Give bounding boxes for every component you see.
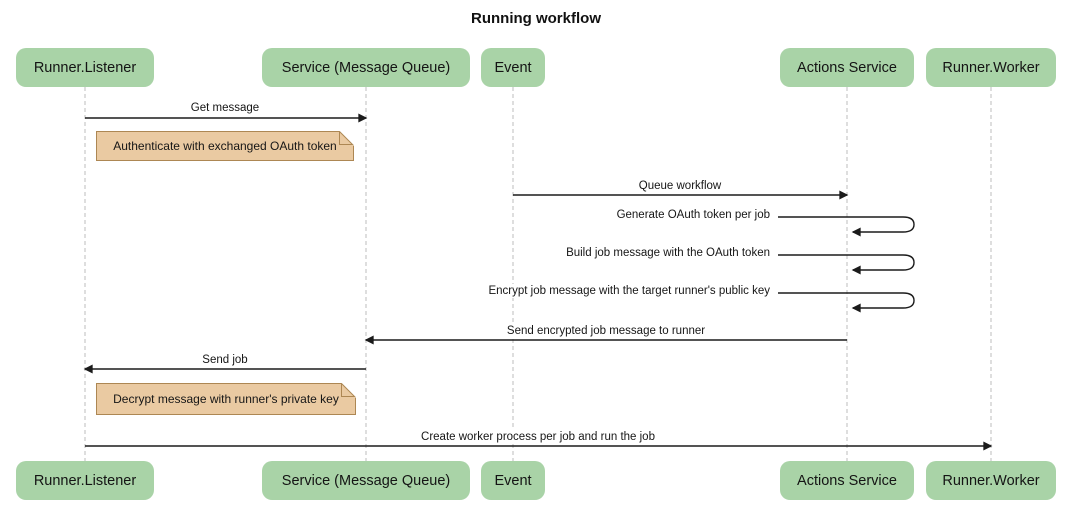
actor-label: Actions Service xyxy=(797,472,897,489)
actor-top-actions-service: Actions Service xyxy=(780,48,914,87)
actor-label: Runner.Worker xyxy=(942,59,1040,76)
actor-top-event: Event xyxy=(481,48,545,87)
loop-build-job-message xyxy=(778,254,915,275)
message-label-encrypt-job-message: Encrypt job message with the target runn… xyxy=(485,284,773,298)
actor-top-service-message-queue: Service (Message Queue) xyxy=(262,48,470,87)
note-text: Decrypt message with runner's private ke… xyxy=(113,392,339,406)
actor-bottom-runner-worker: Runner.Worker xyxy=(926,461,1056,500)
message-label-send-job: Send job xyxy=(199,353,251,367)
actor-label: Service (Message Queue) xyxy=(281,472,451,489)
message-label-create-worker-process: Create worker process per job and run th… xyxy=(418,430,658,444)
actor-bottom-runner-listener: Runner.Listener xyxy=(16,461,154,500)
note-authenticate-oauth: Authenticate with exchanged OAuth token xyxy=(96,131,354,161)
note-fold-icon xyxy=(341,383,356,398)
note-fold-icon xyxy=(339,131,354,146)
message-label-build-job-message: Build job message with the OAuth token xyxy=(563,246,773,260)
message-label-get-message: Get message xyxy=(187,101,263,115)
note-decrypt-private-key: Decrypt message with runner's private ke… xyxy=(96,383,356,415)
note-text: Authenticate with exchanged OAuth token xyxy=(113,139,337,153)
actor-label: Event xyxy=(494,472,532,489)
actor-label: Runner.Listener xyxy=(33,59,137,76)
actor-bottom-event: Event xyxy=(481,461,545,500)
actor-label: Runner.Listener xyxy=(33,472,137,489)
actor-bottom-service-message-queue: Service (Message Queue) xyxy=(262,461,470,500)
diagram-title: Running workflow xyxy=(471,10,601,27)
actor-bottom-actions-service: Actions Service xyxy=(780,461,914,500)
actor-label: Event xyxy=(494,59,532,76)
message-label-send-encrypted-job-message: Send encrypted job message to runner xyxy=(503,324,709,338)
actor-label: Service (Message Queue) xyxy=(281,59,451,76)
message-label-generate-oauth-token: Generate OAuth token per job xyxy=(613,208,773,222)
actor-label: Runner.Worker xyxy=(942,472,1040,489)
actor-top-runner-listener: Runner.Listener xyxy=(16,48,154,87)
actor-top-runner-worker: Runner.Worker xyxy=(926,48,1056,87)
loop-encrypt-job-message xyxy=(778,292,915,313)
loop-generate-oauth-token xyxy=(778,216,915,237)
message-label-queue-workflow: Queue workflow xyxy=(635,179,725,193)
actor-label: Actions Service xyxy=(797,59,897,76)
